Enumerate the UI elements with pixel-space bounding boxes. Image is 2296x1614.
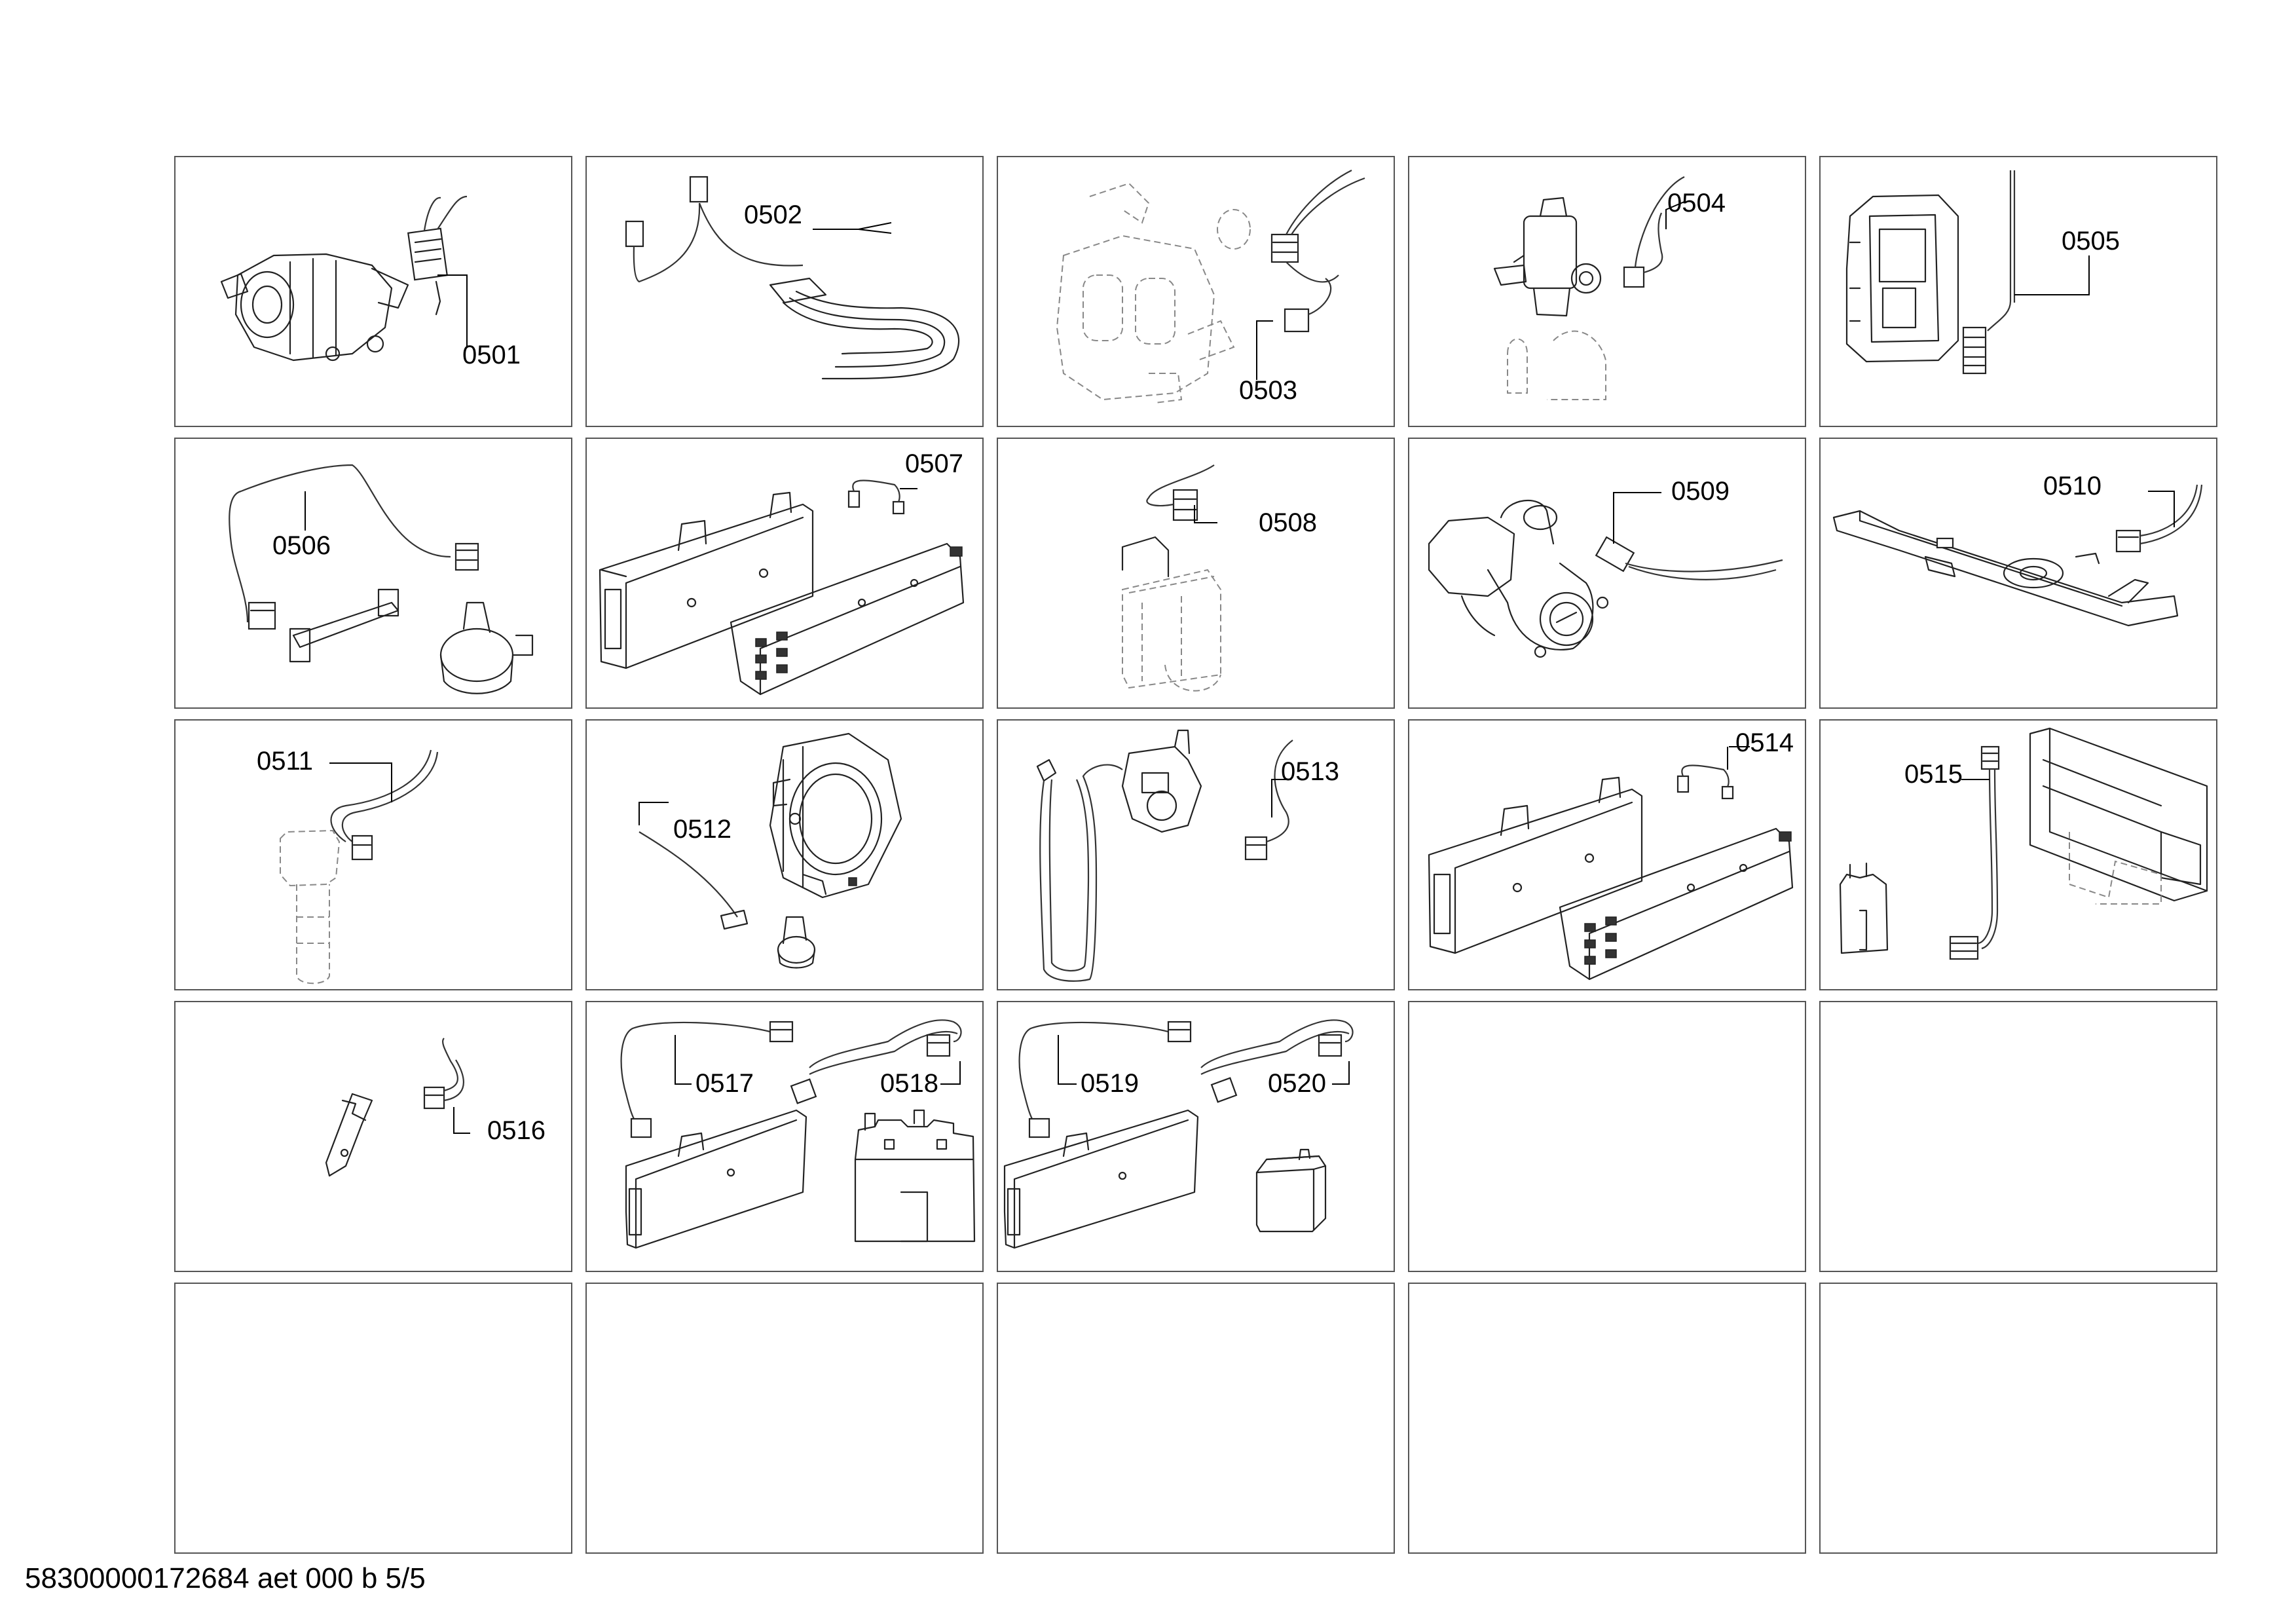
diagram-cell-empty [997, 1283, 1395, 1554]
water-valve-drawing [1056, 170, 1365, 404]
diagram-cell-0502: 0502 [585, 156, 984, 427]
suppressor-drawing [1121, 464, 1221, 692]
diagram-cell-0504: 0504 [1408, 156, 1806, 427]
control-board-drawing [599, 479, 965, 696]
heater-drawing [625, 176, 960, 380]
part-label-0517: 0517 [695, 1069, 754, 1098]
diagram-cell-0512: 0512 [585, 719, 984, 990]
part-label-0519: 0519 [1081, 1069, 1139, 1098]
diagram-cell-0514: 0514 [1408, 719, 1806, 990]
detergent-drawer-drawing [1839, 727, 2208, 960]
drain-valve-drawing [1493, 176, 1685, 400]
part-label-0509: 0509 [1671, 477, 1730, 506]
harness-box-drawing [1003, 1019, 1354, 1249]
control-module-drawing [1845, 170, 2090, 375]
part-label-0515: 0515 [1904, 760, 1963, 789]
part-label-0506: 0506 [272, 531, 331, 560]
diagram-cell-0515: 0515 [1819, 719, 2217, 990]
knob-group [755, 631, 788, 680]
diagram-cell-0508: 0508 [997, 438, 1395, 709]
harness-module-drawing [620, 1019, 976, 1249]
pressure-switch-drawing [229, 464, 534, 694]
diagram-cell-0513: 0513 [997, 719, 1395, 990]
diagram-cell-0503: 0503 [997, 156, 1395, 427]
document-reference: 58300000172684 aet 000 b 5/5 [25, 1562, 426, 1594]
part-label-0507: 0507 [905, 449, 963, 478]
drain-pump-drawing [1428, 492, 1783, 658]
diagram-cell-0505: 0505 [1819, 156, 2217, 427]
diagram-cell-empty [174, 1283, 572, 1554]
part-label-0510: 0510 [2043, 472, 2102, 500]
sensor-drawing [280, 749, 439, 985]
bracket-drawing [325, 1038, 470, 1177]
diagram-cell-empty [1819, 1283, 2217, 1554]
part-label-0512: 0512 [673, 815, 731, 844]
diagram-cell-0517-0518: 0517 0518 [585, 1001, 984, 1272]
diagram-cell-0507: 0507 [585, 438, 984, 709]
hose-valve-drawing [1036, 729, 1293, 982]
diagram-cell-empty [1408, 1283, 1806, 1554]
diagram-cell-0506: 0506 [174, 438, 572, 709]
diagram-cell-0501: 0501 [174, 156, 572, 427]
part-label-0511: 0511 [257, 747, 314, 776]
part-label-0518: 0518 [880, 1069, 938, 1098]
diagram-cell-0509: 0509 [1408, 438, 1806, 709]
part-label-0520: 0520 [1268, 1069, 1326, 1098]
motor-drawing [220, 195, 468, 362]
base-frame-drawing [1832, 484, 2203, 627]
part-label-0502: 0502 [744, 200, 802, 229]
diagram-cell-0510: 0510 [1819, 438, 2217, 709]
part-label-0516: 0516 [487, 1116, 546, 1145]
diagram-cell-empty [585, 1283, 984, 1554]
diagram-cell-0519-0520: 0519 0520 [997, 1001, 1395, 1272]
diagram-cell-empty [1819, 1001, 2217, 1272]
part-label-0514: 0514 [1735, 728, 1794, 757]
control-board-drawing [1428, 746, 1794, 981]
knob-group [1584, 916, 1617, 965]
part-label-0503: 0503 [1239, 376, 1297, 405]
part-label-0504: 0504 [1667, 189, 1726, 217]
tub-ring-drawing [639, 732, 902, 969]
part-label-0501: 0501 [462, 341, 521, 369]
part-label-0505: 0505 [2062, 227, 2120, 255]
part-label-0508: 0508 [1259, 508, 1317, 537]
diagram-cell-empty [1408, 1001, 1806, 1272]
part-label-0513: 0513 [1281, 757, 1339, 786]
diagram-cell-0516: 0516 [174, 1001, 572, 1272]
diagram-cell-0511: 0511 [174, 719, 572, 990]
